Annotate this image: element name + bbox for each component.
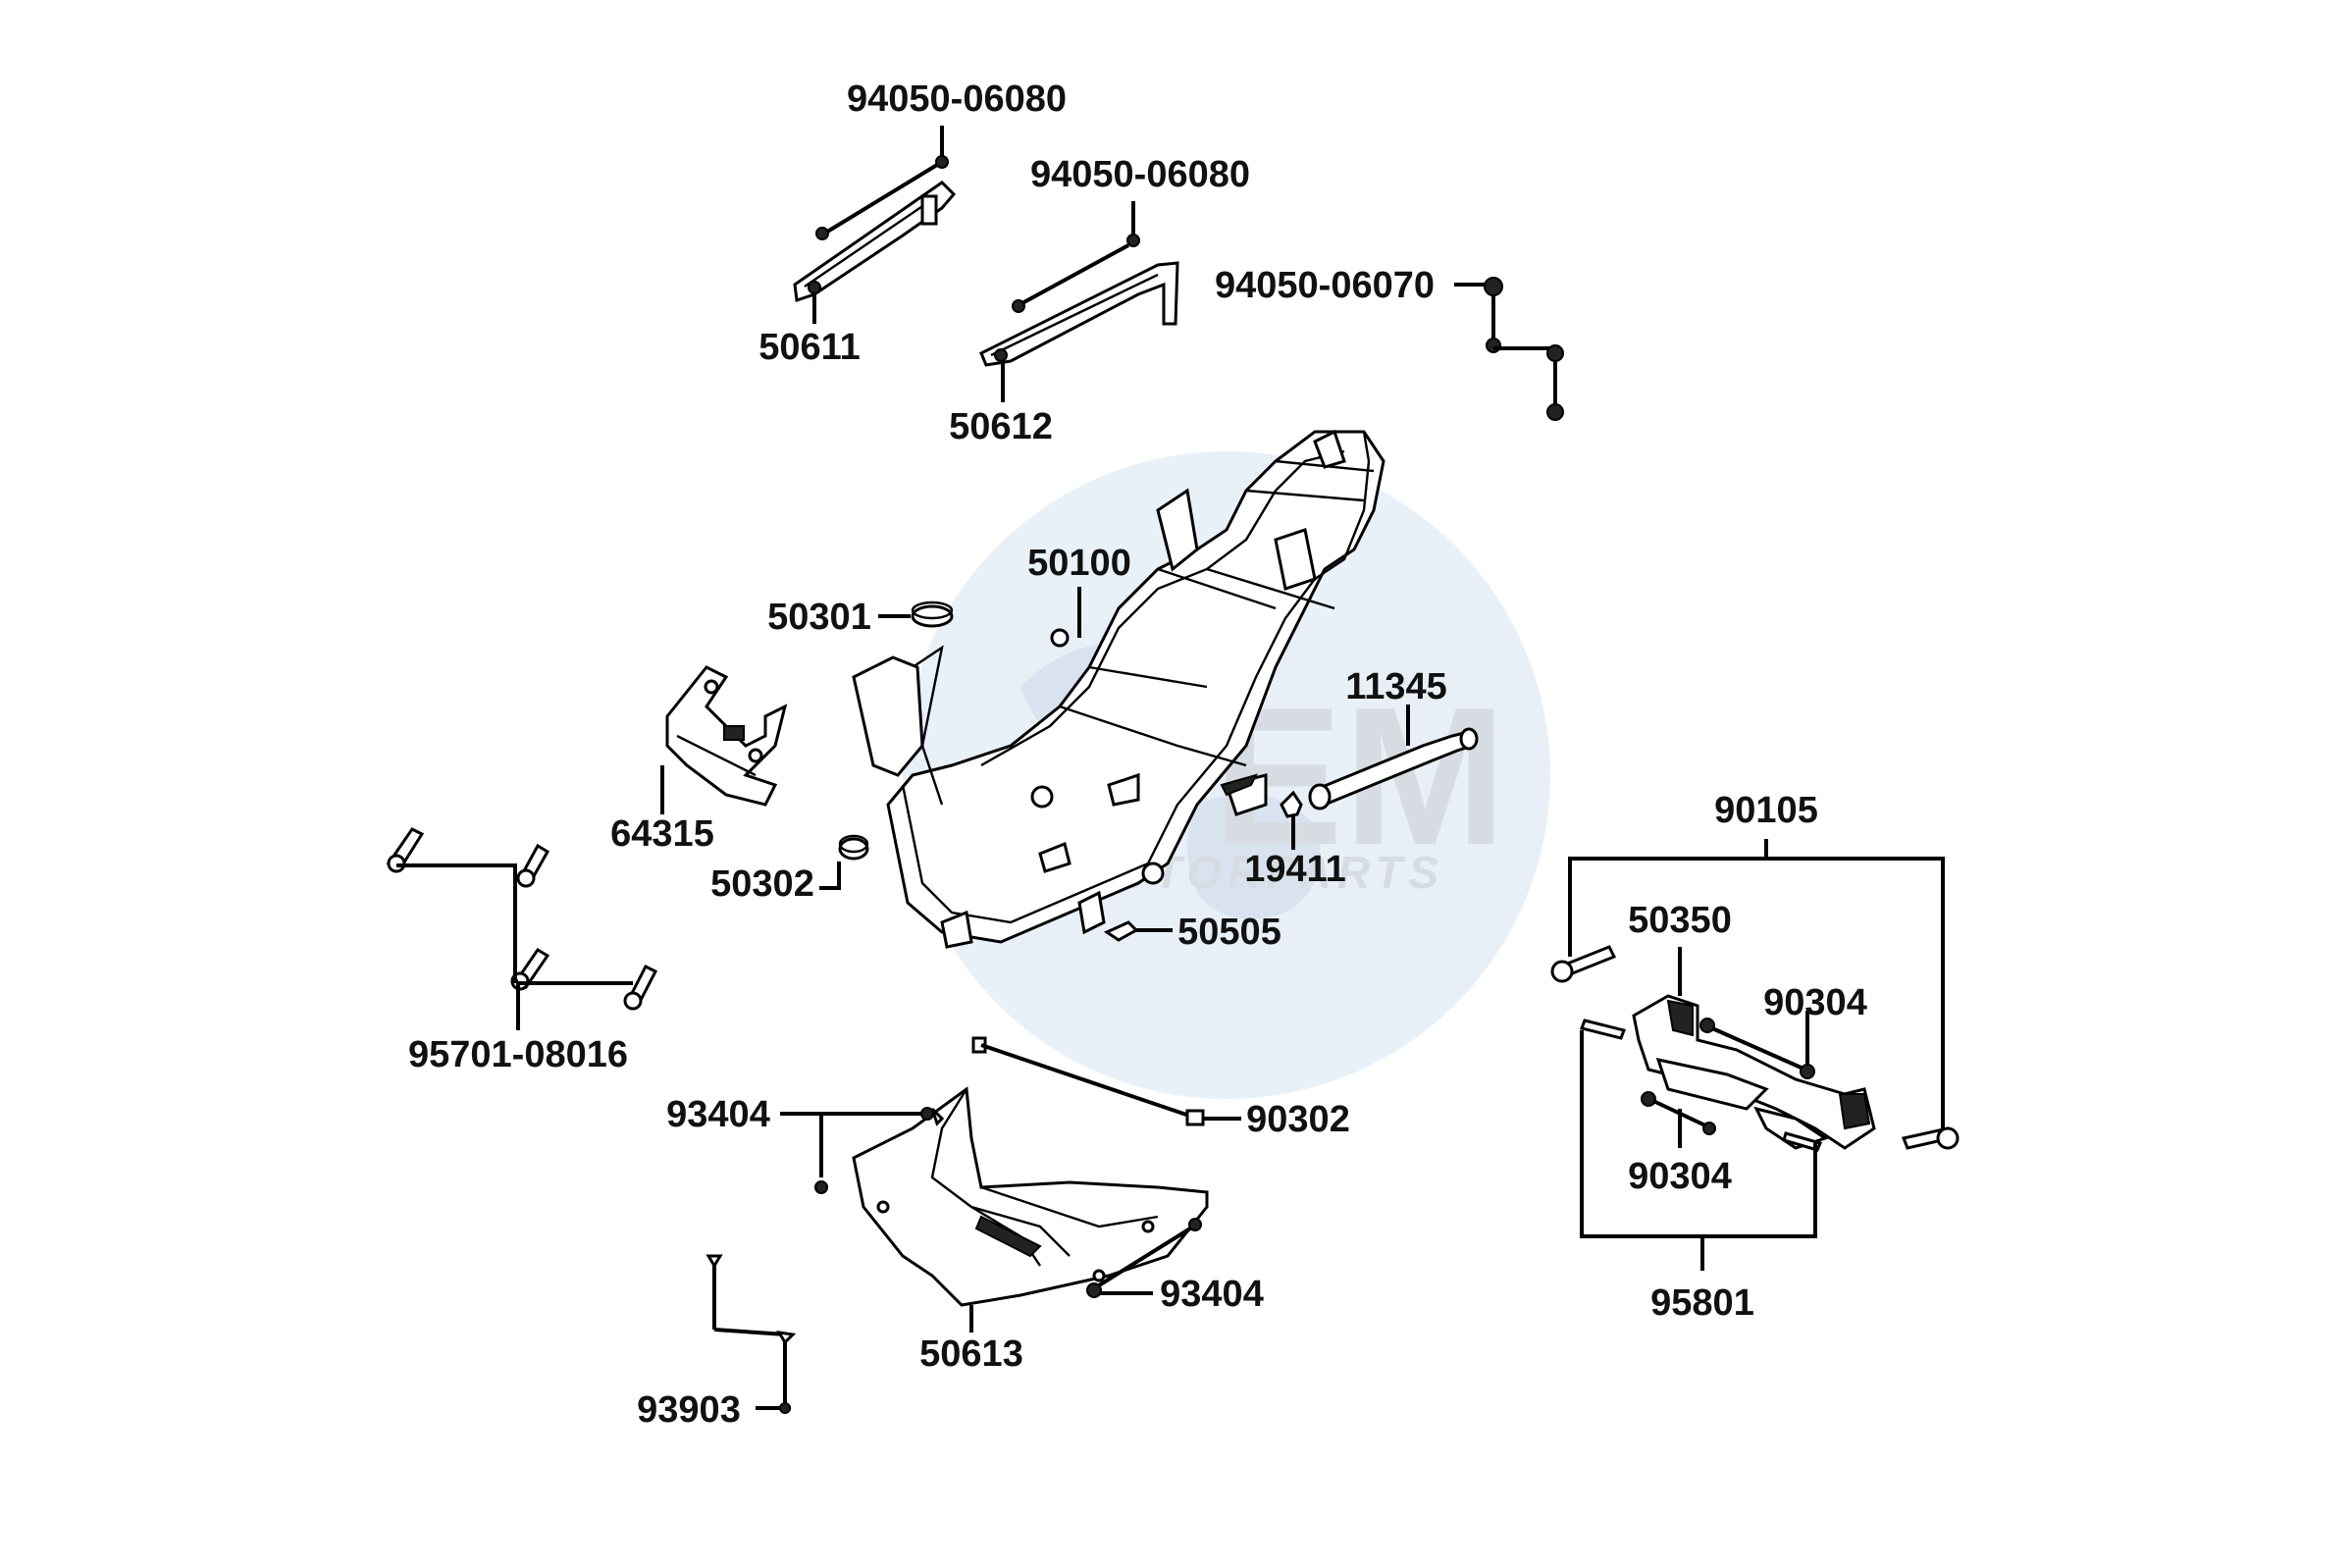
leader-50302 [819, 862, 841, 890]
label-95801: 95801 [1650, 1282, 1754, 1324]
part-50350-engine-hanger[interactable] [1632, 994, 1876, 1150]
label-90304-b: 90304 [1628, 1156, 1732, 1197]
part-50301-grommet[interactable] [911, 601, 954, 628]
label-94050-06070: 94050-06070 [1215, 265, 1435, 306]
part-11345-pipe[interactable] [1308, 727, 1479, 810]
label-90105: 90105 [1714, 790, 1818, 831]
label-19411: 19411 [1244, 849, 1346, 890]
part-50611-bracket[interactable] [793, 181, 957, 303]
label-50350: 50350 [1628, 900, 1732, 941]
label-50301: 50301 [767, 597, 871, 638]
label-50611: 50611 [758, 327, 861, 368]
leader-95701-08016 [396, 863, 633, 1030]
part-93903-screws[interactable] [706, 1254, 797, 1414]
label-93903: 93903 [637, 1389, 741, 1431]
label-94050-06080-b: 94050-06080 [1030, 154, 1250, 195]
leader-93404-a [780, 1112, 922, 1177]
label-50100: 50100 [1027, 543, 1131, 584]
part-50613-undercover[interactable] [852, 1086, 1209, 1307]
part-19411-clip[interactable] [1280, 790, 1303, 818]
part-50612-bracket[interactable] [979, 261, 1179, 367]
screws-underside[interactable] [814, 1036, 1241, 1298]
watermark-globe-icon [903, 451, 1550, 1099]
leader-90105 [1568, 839, 1945, 1138]
label-64315: 64315 [610, 813, 714, 855]
label-93404-b: 93404 [1160, 1274, 1264, 1315]
label-50612: 50612 [949, 406, 1053, 447]
label-50302: 50302 [710, 863, 814, 905]
part-64315-bracket[interactable] [665, 665, 788, 807]
bolts-90105[interactable] [1550, 945, 1960, 1152]
label-95701-08016: 95701-08016 [408, 1034, 628, 1075]
label-50613: 50613 [919, 1333, 1023, 1375]
label-93404-a: 93404 [666, 1094, 770, 1135]
label-94050-06080-a: 94050-06080 [847, 78, 1067, 120]
leader-right-group [1580, 947, 1817, 1271]
part-50302-grommet[interactable] [838, 834, 869, 861]
label-90304-a: 90304 [1763, 982, 1867, 1023]
label-50505: 50505 [1177, 912, 1281, 953]
part-50100-frame[interactable] [852, 429, 1385, 949]
label-90302: 90302 [1246, 1099, 1350, 1140]
label-11345: 11345 [1345, 666, 1447, 707]
leader-lines-top [812, 126, 1564, 421]
